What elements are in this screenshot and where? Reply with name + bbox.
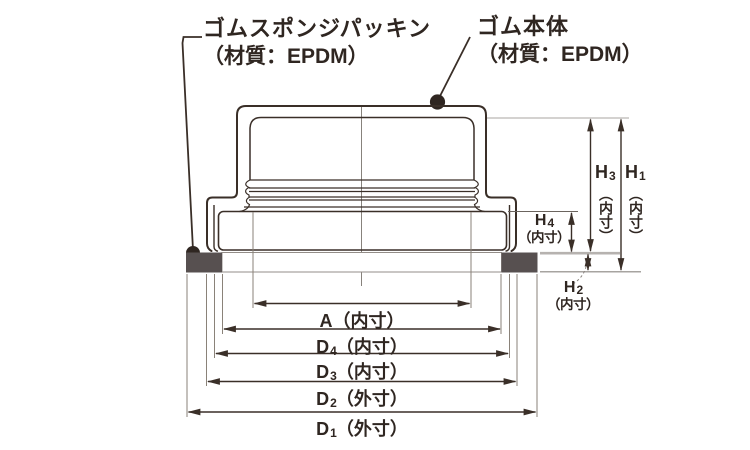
extension-lines-right <box>487 117 641 273</box>
dimension-label-d4: D4（内寸） <box>316 337 408 358</box>
callout-packing-material: （材質：EPDM） <box>203 45 369 68</box>
packing-bore <box>221 252 502 273</box>
packing-ring <box>186 252 538 273</box>
dimension-label-a: A（内寸） <box>319 311 405 331</box>
cap-outer-profile <box>206 105 517 252</box>
dimension-arrows-right <box>568 118 625 285</box>
dimension-label-h2: H2 （内寸） <box>547 279 600 312</box>
packing-block-right <box>501 252 538 273</box>
dimension-label-h4: H4 （内寸） <box>518 212 571 245</box>
leader-body <box>437 36 471 101</box>
leader-dot-body <box>429 94 446 110</box>
dimension-arrows-bottom <box>187 300 537 416</box>
inner-cavity-profile <box>249 116 475 180</box>
callout-packing: ゴムスポンジパッキン （材質：EPDM） <box>203 15 431 71</box>
callout-body: ゴム本体 （材質：EPDM） <box>477 13 643 69</box>
thread-ridges <box>239 179 485 213</box>
dimension-label-h3: H3 （内寸） <box>595 162 616 243</box>
leader-packing <box>181 36 202 251</box>
callout-body-name: ゴム本体 <box>477 14 570 39</box>
packing-block-left <box>186 252 222 273</box>
callout-packing-name: ゴムスポンジパッキン <box>203 16 432 41</box>
dimension-label-d2: D2（外寸） <box>316 389 408 410</box>
skirt-inner-walls <box>213 205 511 252</box>
dimension-label-h1: H1 （内寸） <box>625 162 646 243</box>
h2-leader-curve <box>572 263 587 285</box>
callout-body-material: （材質：EPDM） <box>477 43 643 66</box>
dimension-label-d3: D3（内寸） <box>316 362 408 383</box>
lower-body-flange <box>217 210 508 251</box>
extension-lines-bottom <box>186 212 538 417</box>
dimension-label-d1: D1（外寸） <box>316 419 408 440</box>
